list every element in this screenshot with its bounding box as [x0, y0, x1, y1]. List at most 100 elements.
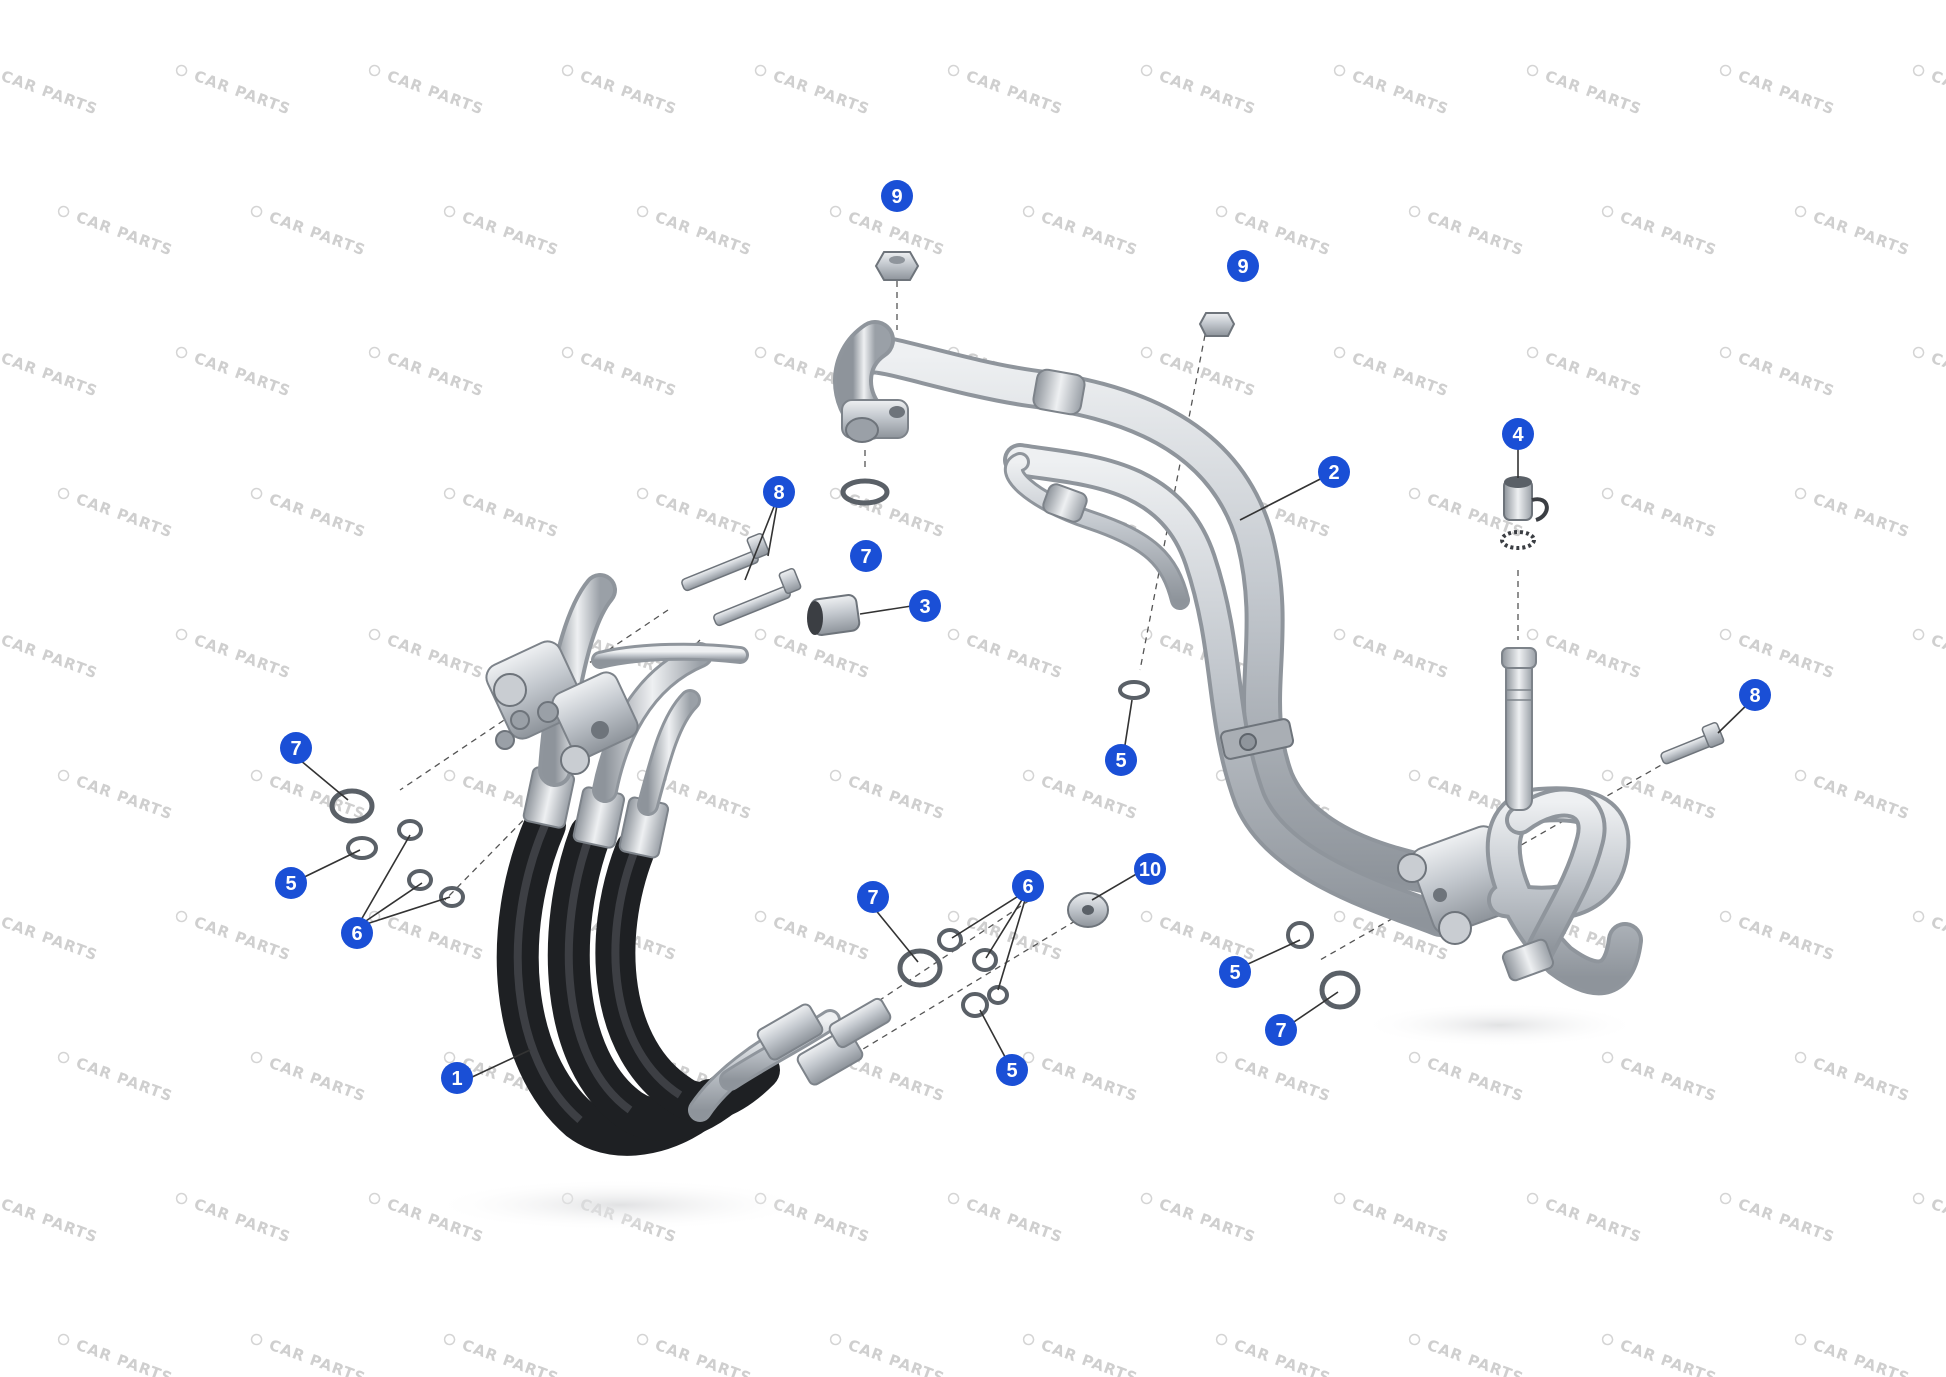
callout-circle [1265, 1014, 1297, 1046]
watermark-logo-icon [1526, 1192, 1539, 1205]
watermark-logo-icon [175, 346, 188, 359]
watermark-text: CAR PARTS [267, 1054, 369, 1106]
watermark-tile: CAR PARTS [636, 1333, 755, 1377]
watermark-tile: CAR PARTS [1719, 628, 1837, 682]
watermark-text: CAR PARTS [1039, 1336, 1141, 1377]
watermark-logo-icon [561, 346, 574, 359]
watermark-logo-icon [1526, 628, 1539, 641]
callout-badge-c7a: 7 [850, 540, 882, 572]
callout-number: 8 [773, 482, 784, 504]
callout-number: 7 [290, 738, 301, 760]
watermark-logo-icon [250, 487, 263, 500]
watermark-tile: CAR PARTS [57, 769, 176, 824]
watermark-tile: CAR PARTS [561, 346, 679, 400]
watermark-text: CAR PARTS [74, 772, 176, 824]
watermark-text: CAR PARTS [1736, 1195, 1838, 1247]
watermark-text: CAR PARTS [1929, 1195, 1946, 1247]
callout-number: 1 [451, 1068, 462, 1090]
watermark-tile: CAR PARTS [1719, 910, 1837, 964]
watermark-text: CAR PARTS [578, 67, 680, 119]
watermark-logo-icon [57, 487, 70, 500]
watermark-logo-icon [1794, 487, 1807, 500]
watermark-text: CAR PARTS [1736, 349, 1838, 401]
watermark-tile: CAR PARTS [443, 205, 561, 259]
watermark-tile: CAR PARTS [1140, 64, 1258, 118]
callout-badge-c8b: 8 [1739, 679, 1771, 711]
watermark-tile: CAR PARTS [1408, 1333, 1527, 1377]
watermark-logo-icon [1794, 769, 1807, 782]
callout-number: 5 [1229, 962, 1240, 984]
watermark-tile: CAR PARTS [1333, 346, 1451, 400]
callout-circle [1227, 250, 1259, 282]
bushing-part [807, 594, 861, 636]
watermark-logo-icon [443, 1051, 456, 1064]
watermark-logo-icon [1526, 346, 1539, 359]
watermark-logo-icon [368, 346, 381, 359]
callout-number: 9 [891, 186, 902, 208]
watermark-tile: CAR PARTS [175, 1192, 293, 1246]
watermark-logo-icon [250, 1333, 263, 1346]
watermark-logo-icon [1408, 205, 1421, 218]
callout-circle [909, 590, 941, 622]
watermark-text: CAR PARTS [192, 349, 294, 401]
ground-shadows [430, 1003, 1640, 1231]
watermark-logo-icon [443, 205, 456, 218]
callout-circle [1219, 956, 1251, 988]
callout-circle [275, 867, 307, 899]
watermark-text: CAR PARTS [653, 490, 755, 542]
watermark-logo-icon [250, 205, 263, 218]
watermark-text: CAR PARTS [385, 631, 487, 683]
watermark-logo-icon [1601, 1051, 1614, 1064]
watermark-logo-icon [1140, 1192, 1153, 1205]
watermark-logo-icon [57, 205, 70, 218]
watermark-tile: CAR PARTS [1601, 205, 1719, 259]
callout-number: 6 [351, 923, 362, 945]
watermark-tile: CAR PARTS [1601, 1051, 1719, 1105]
watermark-text: CAR PARTS [964, 67, 1066, 119]
watermark-logo-icon [368, 64, 381, 77]
callout-circle [763, 476, 795, 508]
watermark-text: CAR PARTS [267, 208, 369, 260]
watermark-text: CAR PARTS [653, 1336, 755, 1377]
watermark-text: CAR PARTS [964, 631, 1066, 683]
callout-number: 7 [1275, 1020, 1286, 1042]
watermark-text: CAR PARTS [771, 913, 873, 965]
watermark-text: CAR PARTS [1350, 631, 1452, 683]
watermark-tile: CAR PARTS [947, 64, 1066, 119]
watermark-logo-icon [1601, 1333, 1614, 1346]
watermark-tile: CAR PARTS [947, 628, 1066, 683]
washer-10 [1067, 892, 1109, 928]
watermark-text: CAR PARTS [1232, 1054, 1334, 1106]
watermark-tile: CAR PARTS [829, 769, 947, 823]
watermark-logo-icon [1601, 769, 1614, 782]
watermark-tile: CAR PARTS [1912, 346, 1946, 400]
callout-circle [850, 540, 882, 572]
watermark-text: CAR PARTS [267, 1336, 369, 1377]
callout-badge-c6a: 6 [341, 917, 373, 949]
watermark-logo-icon [1912, 1192, 1925, 1205]
callout-badge-c5d: 5 [1219, 956, 1251, 988]
watermark-text: CAR PARTS [1425, 1336, 1527, 1377]
watermark-tile: CAR PARTS [0, 349, 100, 401]
callout-number: 10 [1139, 859, 1161, 881]
watermark-tile: CAR PARTS [57, 205, 175, 259]
watermark-tile: CAR PARTS [1794, 487, 1912, 541]
callout-number: 6 [1022, 876, 1033, 898]
watermark-logo-icon [175, 910, 188, 923]
watermark-text: CAR PARTS [192, 631, 294, 683]
watermark-logo-icon [1333, 628, 1346, 641]
watermark-tile: CAR PARTS [1794, 1051, 1913, 1106]
service-valve-cap [1500, 476, 1549, 550]
watermark-text: CAR PARTS [1811, 1054, 1913, 1106]
watermark-tile: CAR PARTS [1140, 1192, 1259, 1247]
watermark-tile: CAR PARTS [0, 1195, 100, 1247]
seal-6-left-b [407, 869, 433, 891]
watermark-logo-icon [175, 64, 188, 77]
watermark-logo-icon [1601, 205, 1614, 218]
callout-number: 7 [867, 887, 878, 909]
watermark-text: CAR PARTS [1157, 1195, 1259, 1247]
watermark-tile: CAR PARTS [1408, 205, 1526, 259]
watermark-logo-icon [1912, 628, 1925, 641]
callout-number: 3 [919, 596, 930, 618]
